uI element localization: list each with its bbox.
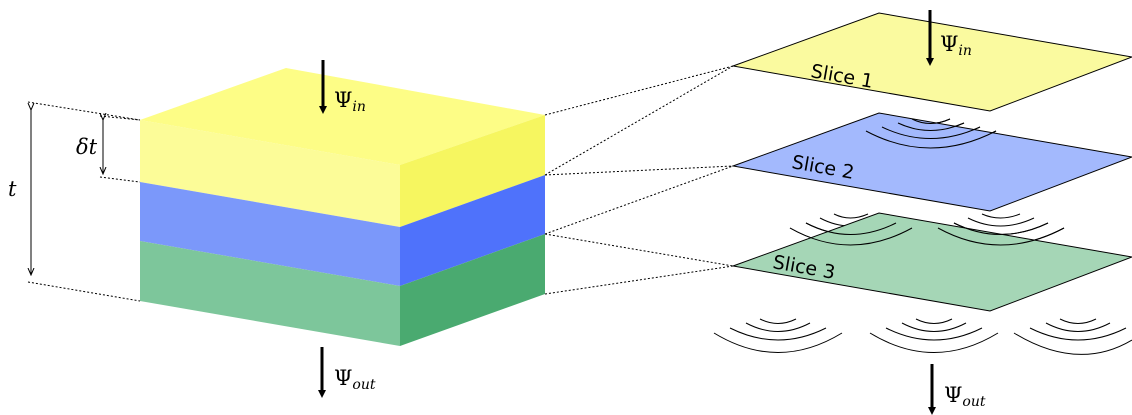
- svg-text:Ψin: Ψin: [334, 88, 366, 115]
- psi-out-symbol: Ψ: [334, 366, 352, 390]
- block-top-face: [140, 68, 545, 165]
- slice-1-plane: [731, 12, 1132, 112]
- wave-group-3: [713, 318, 1132, 355]
- psi-out-slices: Ψout: [928, 364, 986, 415]
- yellow-layer-front: [140, 120, 400, 227]
- blue-layer-front: [140, 182, 400, 286]
- psi-in-symbol: Ψ: [334, 88, 352, 112]
- specimen-block: [140, 68, 545, 346]
- psi-in-sub: in: [352, 99, 366, 115]
- blue-layer-side: [400, 175, 545, 286]
- green-layer-side: [400, 234, 545, 346]
- dimension-lines: t δt: [8, 101, 141, 302]
- svg-text:Ψout: Ψout: [944, 383, 986, 410]
- t-label: t: [8, 177, 17, 201]
- slice-2: Slice 2: [731, 112, 1132, 212]
- psi-in-slices-symbol: Ψ: [940, 32, 958, 56]
- psi-out-slices-symbol: Ψ: [944, 383, 962, 407]
- psi-in-slices: Ψin: [926, 10, 972, 66]
- psi-out-block: Ψout: [318, 347, 376, 398]
- psi-out-sub: out: [352, 377, 375, 393]
- slice-3-plane: [731, 212, 1132, 312]
- green-layer-front: [140, 241, 400, 346]
- delta-t-label: δt: [76, 135, 98, 159]
- psi-in-slices-sub: in: [958, 43, 972, 59]
- projection-lines: [544, 65, 734, 295]
- slice-2-plane: [731, 112, 1132, 212]
- svg-text:Ψin: Ψin: [940, 32, 972, 59]
- svg-text:Ψout: Ψout: [334, 366, 376, 393]
- psi-in-block: Ψin: [319, 60, 366, 115]
- slice-1: Slice 1: [731, 12, 1132, 112]
- psi-out-slices-sub: out: [962, 394, 985, 410]
- slice-3: Slice 3: [731, 212, 1132, 312]
- yellow-layer-side: [400, 115, 545, 227]
